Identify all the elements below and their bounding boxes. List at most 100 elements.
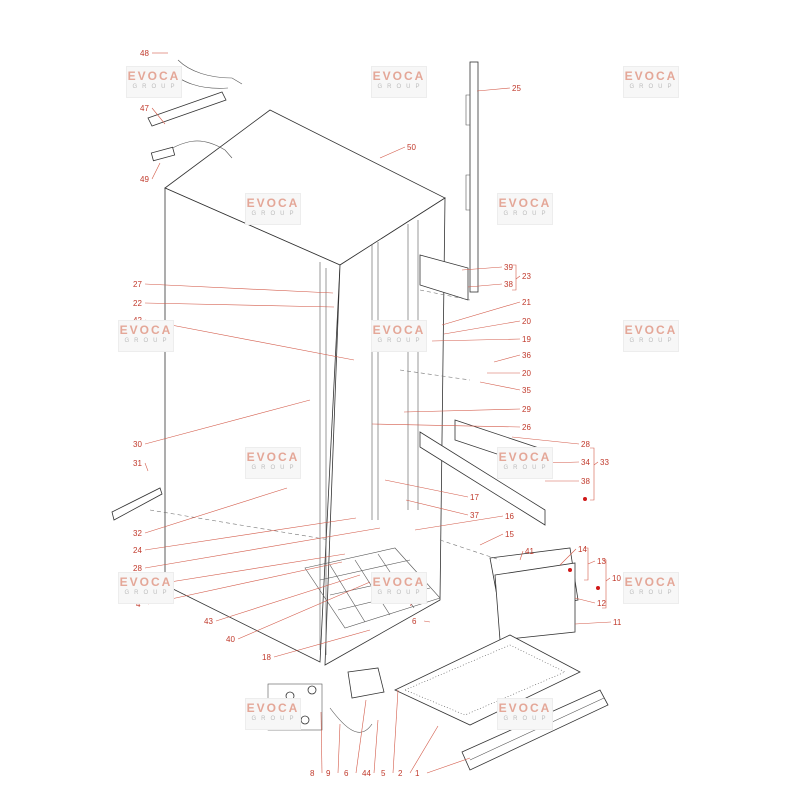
top-cables <box>147 59 243 162</box>
callout-number: 23 <box>522 272 531 281</box>
watermark-sub: GROUP <box>251 716 299 722</box>
callout-c39: 39 <box>461 263 513 272</box>
callout-c1: 1 <box>415 757 471 778</box>
callout-number: 50 <box>407 143 416 152</box>
callout-c38a: 38 <box>467 280 513 289</box>
leader-line <box>405 499 469 516</box>
callout-c31: 31 <box>133 459 149 472</box>
callout-number: 16 <box>505 512 514 521</box>
callout-number: 28 <box>581 440 590 449</box>
watermark: EVOCA GROUP <box>126 66 182 98</box>
callout-c49: 49 <box>140 162 161 184</box>
foot-bracket <box>111 487 163 521</box>
callout-c38b: 38 <box>545 477 590 486</box>
callout-number: 11 <box>613 618 622 627</box>
callout-number: 8 <box>310 769 315 778</box>
assembly-guides <box>149 289 501 561</box>
callout-c35: 35 <box>479 381 531 395</box>
callout-number: 44 <box>362 769 371 778</box>
callout-number: 39 <box>504 263 513 272</box>
callout-c33: 33 <box>593 458 609 467</box>
callout-c48: 48 <box>140 49 168 58</box>
callout-number: 13 <box>597 557 606 566</box>
callout-c44: 44 <box>362 719 379 778</box>
leader-line <box>511 436 580 445</box>
callout-c29: 29 <box>403 405 531 414</box>
callout-number: 12 <box>597 599 606 608</box>
leader-line <box>144 527 381 569</box>
callout-number: 49 <box>140 175 149 184</box>
leader-line <box>479 533 504 546</box>
callout-number: 5 <box>381 769 386 778</box>
callout-number: 29 <box>522 405 531 414</box>
watermark-sub: GROUP <box>629 338 677 344</box>
watermark-brand: EVOCA <box>246 450 300 464</box>
leader-line <box>461 266 503 271</box>
leader-line <box>144 319 355 361</box>
callout-c50: 50 <box>379 143 416 159</box>
leader-line <box>431 338 521 342</box>
callout-c14: 14 <box>559 545 587 566</box>
watermark-brand: EVOCA <box>119 323 173 337</box>
callout-c43: 43 <box>204 574 361 626</box>
leader-line <box>467 283 503 288</box>
callout-number: 32 <box>133 529 142 538</box>
leader-line <box>593 461 599 466</box>
leader-line <box>379 146 406 159</box>
watermark-sub: GROUP <box>377 84 425 90</box>
callout-number: 37 <box>470 511 479 520</box>
watermark-sub: GROUP <box>251 211 299 217</box>
callout-number: 30 <box>133 440 142 449</box>
side-mount-bracket <box>419 254 469 301</box>
watermark: EVOCA GROUP <box>118 320 174 352</box>
callout-number: 22 <box>133 299 142 308</box>
callout-c32: 32 <box>133 487 288 538</box>
callout-c8: 8 <box>310 711 323 778</box>
rear-rail <box>465 61 479 293</box>
callout-c22: 22 <box>133 299 335 308</box>
callout-c28a: 28 <box>511 436 590 449</box>
drip-tray <box>394 634 581 726</box>
watermark: EVOCA GROUP <box>371 320 427 352</box>
callout-c36: 36 <box>493 351 531 363</box>
control-box <box>489 547 579 641</box>
callout-number: 25 <box>512 84 521 93</box>
leader-line <box>515 275 521 280</box>
watermark-sub: GROUP <box>503 211 551 217</box>
callout-c6b: 6 <box>344 699 367 778</box>
leader-line <box>574 597 596 604</box>
leader-line <box>215 574 361 622</box>
callout-number: 10 <box>612 574 621 583</box>
watermark-brand: EVOCA <box>246 701 300 715</box>
leader-line <box>371 423 521 428</box>
callout-c6a: 6 <box>412 617 431 626</box>
leader-line <box>337 723 341 774</box>
leader-line <box>273 629 371 658</box>
callout-layer: 4846474950253923382722214220193620353029… <box>133 49 622 778</box>
callout-c2: 2 <box>398 725 439 778</box>
callout-number: 6 <box>344 769 349 778</box>
watermark: EVOCA GROUP <box>497 193 553 225</box>
watermark-brand: EVOCA <box>372 69 426 83</box>
callout-number: 26 <box>522 423 531 432</box>
watermark-sub: GROUP <box>377 590 425 596</box>
watermark-brand: EVOCA <box>127 69 181 83</box>
watermark: EVOCA GROUP <box>118 572 174 604</box>
watermark-sub: GROUP <box>629 590 677 596</box>
group-bracket <box>590 447 595 501</box>
callout-c9: 9 <box>326 723 341 778</box>
watermark-sub: GROUP <box>124 590 172 596</box>
leader-line <box>144 462 149 472</box>
watermark-brand: EVOCA <box>119 575 173 589</box>
leader-line <box>144 517 357 551</box>
watermark-brand: EVOCA <box>624 323 678 337</box>
callout-number: 27 <box>133 280 142 289</box>
leader-line <box>151 162 161 180</box>
watermark-brand: EVOCA <box>624 69 678 83</box>
watermark-brand: EVOCA <box>498 701 552 715</box>
callout-number: 1 <box>415 769 420 778</box>
watermark-brand: EVOCA <box>372 575 426 589</box>
leader-line <box>479 381 521 391</box>
callout-number: 38 <box>504 280 513 289</box>
callout-number: 35 <box>522 386 531 395</box>
